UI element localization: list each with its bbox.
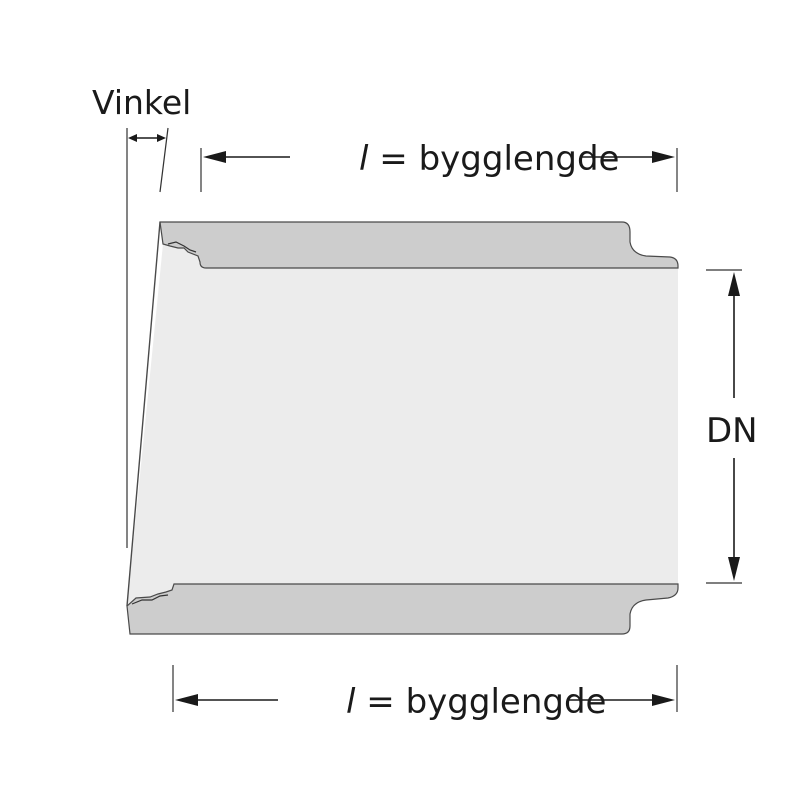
dn-arrow-bottom — [728, 557, 740, 581]
angle-arrow-right — [157, 134, 166, 142]
angle-slanted-reference — [159, 127, 169, 193]
top-dim-arrow-right — [652, 151, 675, 163]
top-length-text: = bygglengde — [369, 139, 620, 179]
top-groove-detail — [167, 241, 197, 253]
bottom-groove-detail — [131, 594, 169, 605]
angle-label: Vinkel — [92, 83, 191, 122]
bottom-length-text: = bygglengde — [356, 682, 607, 722]
pipe-angled-end — [126, 221, 161, 607]
pipe-bore — [127, 244, 678, 606]
top-length-label: l = bygglengde — [305, 139, 652, 179]
bottom-dim-arrow-left — [175, 694, 198, 706]
bottom-dim-arrow-right — [652, 694, 675, 706]
bottom-length-label: l = bygglengde — [292, 682, 639, 722]
dn-arrow-top — [728, 272, 740, 296]
top-dim-arrow-left — [203, 151, 226, 163]
pipe-top-wall — [159, 221, 679, 269]
bottom-length-variable: l — [346, 682, 356, 722]
angle-arrow-left — [128, 134, 137, 142]
dn-label: DN — [706, 411, 758, 451]
pipe-bottom-wall — [126, 583, 679, 635]
top-length-variable: l — [359, 139, 369, 179]
